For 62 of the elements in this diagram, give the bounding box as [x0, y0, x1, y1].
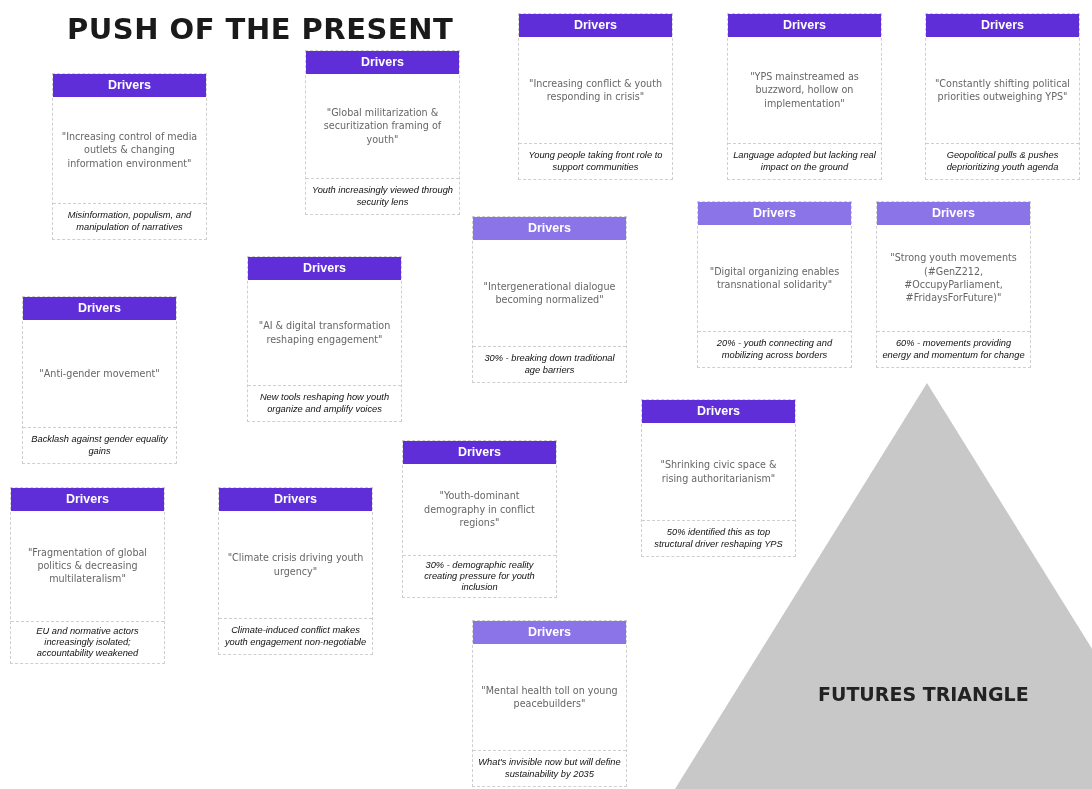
driver-note: 20% - youth connecting and mobilizing across borders	[715, 338, 834, 361]
driver-note: Climate-induced conflict makes youth engagement non-negotiable	[224, 625, 367, 648]
driver-note: Youth increasingly viewed through security lens	[311, 185, 454, 208]
card-header: Drivers	[698, 202, 851, 225]
driver-quote: "Digital organizing enables transnational solidarity"	[708, 264, 841, 292]
driver-quote: "Youth-dominant demography in conflict regions"	[423, 489, 536, 530]
driver-quote: "Global militarization & securitization framing of youth"	[322, 105, 443, 147]
driver-note: EU and normative actors increasingly isolated; accountability weakened	[35, 625, 140, 659]
card-header: Drivers	[23, 297, 176, 320]
driver-card	[10, 487, 165, 664]
card-header: Drivers	[11, 488, 164, 511]
card-header: Drivers	[219, 488, 372, 511]
driver-quote: "Climate crisis driving youth urgency"	[227, 551, 364, 578]
driver-quote: "Increasing conflict & youth responding in crisis"	[528, 76, 663, 104]
driver-card	[727, 13, 882, 180]
driver-note: Geopolitical pulls & pushes deprioritizing youth agenda	[945, 150, 1060, 173]
driver-card	[925, 13, 1080, 180]
card-header: Drivers	[926, 14, 1079, 37]
card-header: Drivers	[642, 400, 795, 423]
driver-note: What's invisible now but will define sustainability by 2035	[478, 757, 621, 780]
driver-quote: "Shrinking civic space & rising authoritarianism"	[659, 458, 778, 485]
card-header: Drivers	[306, 51, 459, 74]
driver-quote: "Fragmentation of global politics & decreasing multilateralism"	[26, 545, 149, 586]
driver-card	[218, 487, 373, 655]
driver-note: Misinformation, populism, and manipulation of narratives	[66, 210, 193, 233]
card-header: Drivers	[248, 257, 401, 280]
driver-note: Backlash against gender equality gains	[30, 434, 169, 457]
driver-note: 30% - demographic reality creating pressure for youth inclusion	[423, 559, 536, 593]
triangle-label: FUTURES TRIANGLE	[818, 683, 1029, 705]
driver-quote: "Strong youth movements (#GenZ212, #OccupyParliament, #FridaysForFuture)"	[889, 251, 1018, 305]
driver-card	[52, 73, 207, 240]
driver-card	[472, 216, 627, 383]
card-header: Drivers	[473, 217, 626, 240]
driver-card	[22, 296, 177, 464]
driver-card	[247, 256, 402, 422]
driver-quote: "Mental health toll on young peacebuilders"	[481, 683, 618, 711]
card-header: Drivers	[519, 14, 672, 37]
driver-quote: "Constantly shifting political priorities outweighing YPS"	[934, 76, 1071, 104]
driver-note: 60% - movements providing energy and momentum for change	[882, 338, 1025, 361]
card-header: Drivers	[728, 14, 881, 37]
driver-note: Language adopted but lacking real impact on the ground	[733, 150, 876, 173]
driver-quote: "Increasing control of media outlets & changing information environment"	[61, 129, 198, 171]
card-header: Drivers	[403, 441, 556, 464]
driver-card	[697, 201, 852, 368]
card-header: Drivers	[53, 74, 206, 97]
driver-card	[472, 620, 627, 787]
driver-card	[402, 440, 557, 598]
driver-card	[305, 50, 460, 215]
driver-quote: "Intergenerational dialogue becoming normalized"	[482, 279, 617, 307]
card-header: Drivers	[473, 621, 626, 644]
driver-card	[641, 399, 796, 557]
driver-note: 50% identified this as top structural driver reshaping YPS	[653, 527, 784, 550]
driver-quote: "AI & digital transformation reshaping engagement"	[257, 319, 392, 346]
diagram-title: PUSH OF THE PRESENT	[67, 12, 454, 46]
driver-note: Young people taking front role to support communities	[527, 150, 664, 173]
driver-note: New tools reshaping how youth organize and amplify voices	[258, 392, 391, 415]
driver-card	[518, 13, 673, 180]
card-header: Drivers	[877, 202, 1030, 225]
driver-note: 30% - breaking down traditional age barriers	[483, 353, 616, 376]
driver-card	[876, 201, 1031, 368]
driver-quote: "YPS mainstreamed as buzzword, hollow on implementation"	[749, 69, 860, 111]
driver-quote: "Anti-gender movement"	[39, 366, 160, 381]
